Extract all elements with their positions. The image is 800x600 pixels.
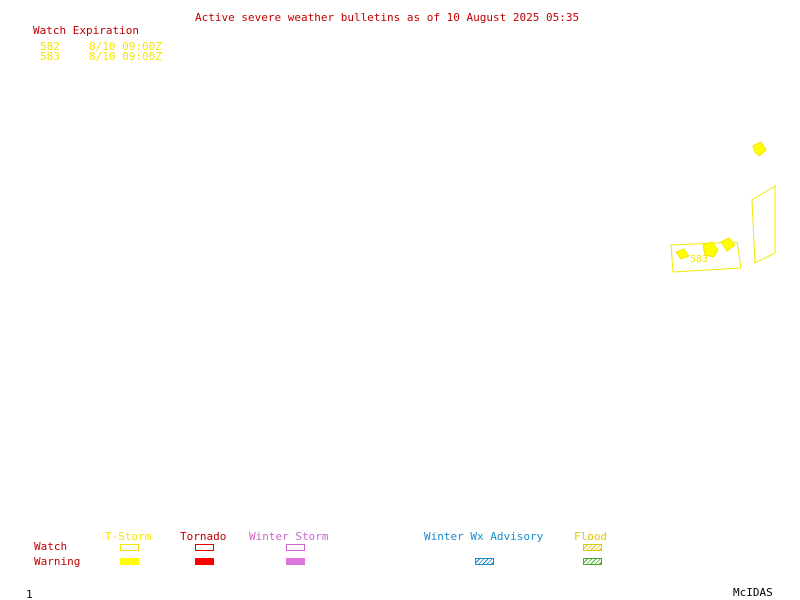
warning-polygon-center xyxy=(702,241,719,258)
warning-polygon-east xyxy=(720,237,736,252)
warning-polygon-west xyxy=(675,248,690,260)
legend-winter-storm-label: Winter Storm xyxy=(249,530,329,543)
legend-flood-warning-swatch xyxy=(583,558,602,565)
watch-582-outline xyxy=(751,185,776,264)
watch-583-outline xyxy=(670,241,742,273)
legend-winter-wx-advisory-label: Winter Wx Advisory xyxy=(424,530,544,543)
legend-tstorm-label: T-Storm xyxy=(105,530,152,543)
warning-polygon-north xyxy=(752,141,767,157)
legend-row-warning: Warning xyxy=(34,555,81,568)
legend-tstorm-watch-swatch xyxy=(120,544,139,551)
legend-tornado-watch-swatch xyxy=(195,544,214,551)
legend-winter-storm-warning-swatch xyxy=(286,558,305,565)
mcidas-brand: McIDAS xyxy=(733,586,773,599)
legend-winter-storm-watch-swatch xyxy=(286,544,305,551)
watch-expiration-583: 8/10 09:00Z xyxy=(89,50,162,63)
legend-tstorm-warning-swatch xyxy=(120,558,139,565)
legend-flood-label: Flood xyxy=(574,530,608,543)
legend-tornado-label: Tornado xyxy=(180,530,227,543)
legend-tornado-warning-swatch xyxy=(195,558,214,565)
bulletin-title: Active severe weather bulletins as of 10… xyxy=(195,11,580,24)
watch-id-582: 582 xyxy=(40,40,60,53)
watch-id-583: 583 xyxy=(40,50,60,63)
legend-winter-wx-advisory-swatch xyxy=(475,558,494,565)
legend-flood-watch-swatch xyxy=(583,544,602,551)
legend-row-watch: Watch xyxy=(34,540,68,553)
watch-expiration-582: 8/10 09:00Z xyxy=(89,40,162,53)
watch-expiration-heading: Watch Expiration xyxy=(33,24,139,37)
watch-583-map-label: 583 xyxy=(690,254,708,265)
frame-number: 1 xyxy=(26,588,33,600)
